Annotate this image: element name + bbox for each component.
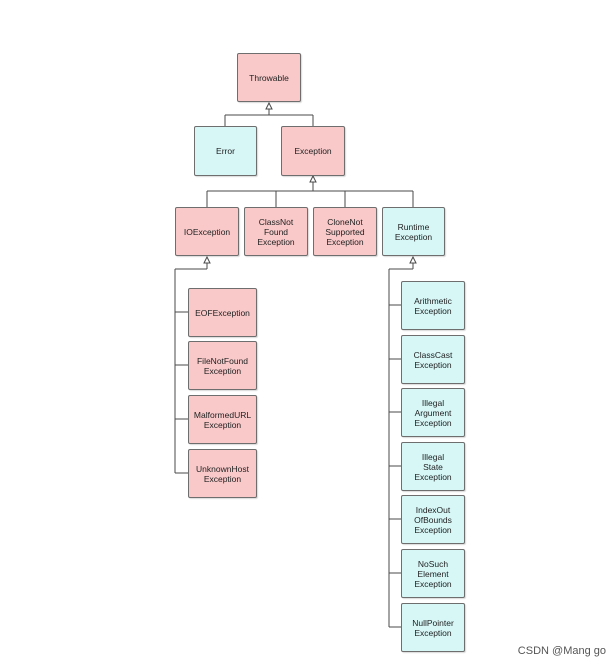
node-exception: Exception <box>281 126 345 176</box>
node-filenotfound: FileNotFound Exception <box>188 341 257 390</box>
arrowhead-ioexception <box>203 255 211 264</box>
node-clonenotsupported: CloneNot Supported Exception <box>313 207 377 256</box>
node-throwable: Throwable <box>237 53 301 102</box>
node-illegalargument: Illegal Argument Exception <box>401 388 465 437</box>
arrowhead-throwable <box>265 101 273 110</box>
node-malformedurl: MalformedURL Exception <box>188 395 257 444</box>
node-arithmetic: Arithmetic Exception <box>401 281 465 330</box>
node-classcast: ClassCast Exception <box>401 335 465 384</box>
node-ioexception: IOException <box>175 207 239 256</box>
arrowhead-runtime <box>409 255 417 264</box>
node-unknownhost: UnknownHost Exception <box>188 449 257 498</box>
node-nullpointer: NullPointer Exception <box>401 603 465 652</box>
arrowhead-exception <box>309 174 317 183</box>
node-eof: EOFException <box>188 288 257 337</box>
node-runtime: Runtime Exception <box>382 207 445 256</box>
node-illegalstate: Illegal State Exception <box>401 442 465 491</box>
node-nosuchelement: NoSuch Element Exception <box>401 549 465 598</box>
node-classnotfound: ClassNot Found Exception <box>244 207 308 256</box>
node-error: Error <box>194 126 257 176</box>
watermark: CSDN @Mang go <box>517 645 606 657</box>
node-indexoutofbounds: IndexOut OfBounds Exception <box>401 495 465 544</box>
